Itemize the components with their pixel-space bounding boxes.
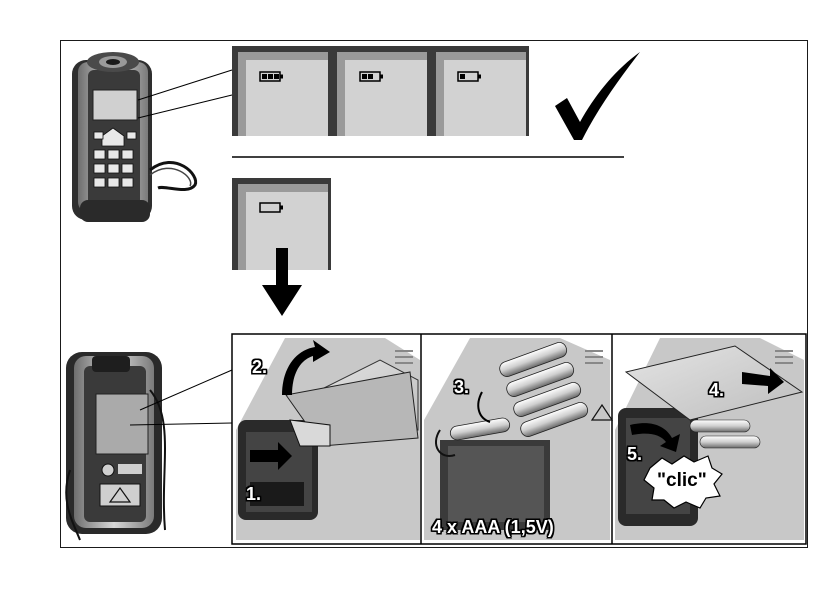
display-two-thirds xyxy=(331,46,430,136)
step-4-label: 4. xyxy=(709,381,724,399)
step-2-label: 2. xyxy=(252,358,267,376)
callout-line xyxy=(138,95,232,118)
panel-close-cover xyxy=(615,338,804,540)
checkmark-icon xyxy=(555,52,640,140)
click-sound-label: "clic" xyxy=(657,471,707,490)
step-1-label: 1. xyxy=(246,485,261,503)
display-full xyxy=(232,46,331,136)
battery-spec-label: 4 x AAA (1,5V) xyxy=(432,518,554,536)
device-back-view xyxy=(66,352,165,540)
step-3-label: 3. xyxy=(454,378,469,396)
step-5-label: 5. xyxy=(627,445,642,463)
display-one-third xyxy=(430,46,529,136)
device-front-view xyxy=(72,52,196,222)
callout-line xyxy=(138,70,232,100)
